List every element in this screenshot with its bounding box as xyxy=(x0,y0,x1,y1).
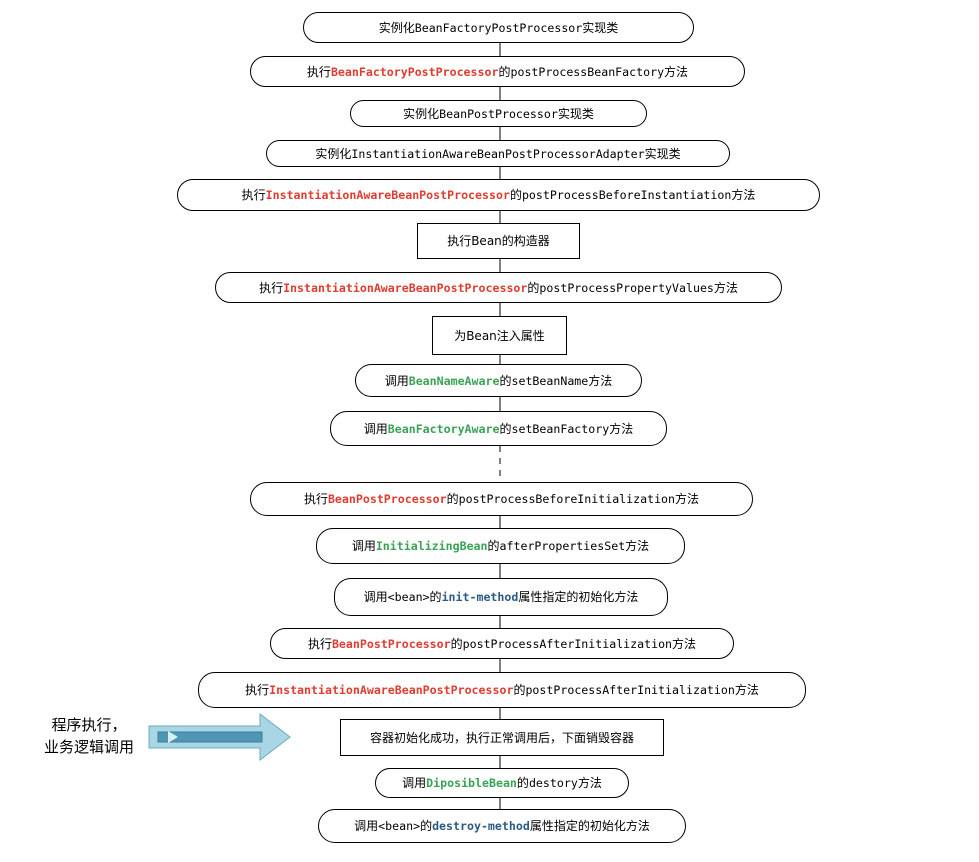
flow-step-11-text-2: BeanPostProcessor xyxy=(327,492,447,506)
flow-step-9-text-5: 方法 xyxy=(588,373,613,388)
flow-step-15-text-2: InstantiationAwareBeanPostProcessor xyxy=(269,683,514,697)
flow-step-4-text-3: 实现类 xyxy=(644,146,681,161)
flow-step-6: 执行Bean的构造器 xyxy=(417,223,580,259)
flow-step-15-text-4: postProcessAfterInitialization xyxy=(525,683,735,697)
flow-step-7-text-3: 的 xyxy=(527,280,540,295)
flow-step-2-text-5: 方法 xyxy=(664,64,689,79)
flow-step-17-text-2: DiposibleBean xyxy=(426,776,517,790)
flow-step-17-text-3: 的 xyxy=(516,776,529,790)
flow-step-9-text-3: 的 xyxy=(499,373,512,388)
side-note-line1: 程序执行， xyxy=(51,716,127,734)
flow-step-17-text-5: 方法 xyxy=(577,776,602,790)
flow-step-14-text-2: BeanPostProcessor xyxy=(331,636,451,651)
flow-step-15-text-5: 方法 xyxy=(734,683,759,697)
flow-step-5-text-1: 执行 xyxy=(241,188,266,202)
flow-step-8: 为Bean注入属性 xyxy=(432,316,567,355)
flow-step-2-text-1: 执行 xyxy=(306,64,331,79)
flow-step-12-text-4: afterPropertiesSet xyxy=(499,539,626,553)
flow-step-11-text-3: 的 xyxy=(446,492,459,506)
flow-step-5-text-2: InstantiationAwareBeanPostProcessor xyxy=(265,188,510,202)
flow-step-11-text-5: 方法 xyxy=(675,492,700,506)
flow-step-15-text-3: 的 xyxy=(513,683,526,697)
flow-step-3-text-3: 实现类 xyxy=(557,106,594,121)
flow-step-7-text-4: postProcessPropertyValues xyxy=(539,280,714,295)
flow-step-12-text-3: 的 xyxy=(487,539,500,553)
flow-step-5-text-4: postProcessBeforeInstantiation xyxy=(521,188,732,202)
flow-step-10-text-1: 调用 xyxy=(363,421,388,436)
flow-step-16-text-1: 容器初始化成功，执行正常调用后，下面销毁容器 xyxy=(369,730,634,745)
flow-step-10-text-4: setBeanFactory xyxy=(511,421,610,436)
flow-step-18-text-5: 属性指定的初始化方法 xyxy=(529,819,650,833)
flow-step-12-text-1: 调用 xyxy=(351,539,376,553)
flow-step-6-text-1: 执行Bean的构造器 xyxy=(447,234,550,248)
flow-step-13-text-5: 属性指定的初始化方法 xyxy=(518,590,639,604)
flow-step-9-text-4: setBeanName xyxy=(511,373,589,388)
flow-step-5-text-3: 的 xyxy=(509,188,522,202)
flow-step-1-text-3: 实现类 xyxy=(582,20,619,35)
flow-step-13-text-1: 调用 xyxy=(363,590,388,604)
flow-step-13-text-4: init-method xyxy=(441,590,519,604)
flow-step-2-text-4: postProcessBeanFactory xyxy=(510,64,665,79)
flow-step-18-text-1: 调用 xyxy=(354,819,379,833)
flow-step-5-text-5: 方法 xyxy=(731,188,756,202)
flow-step-11-text-1: 执行 xyxy=(303,492,328,506)
flow-step-4-text-2: InstantiationAwareBeanPostProcessorAdapt… xyxy=(351,146,645,161)
flow-step-14-text-1: 执行 xyxy=(307,636,332,651)
flow-step-7-text-1: 执行 xyxy=(259,280,284,295)
flow-step-2-text-3: 的 xyxy=(498,64,511,79)
flow-step-4-text-1: 实例化 xyxy=(315,146,352,161)
flow-step-3-text-2: BeanPostProcessor xyxy=(439,106,558,121)
flow-step-12-text-2: InitializingBean xyxy=(375,539,488,553)
flow-step-10-text-5: 方法 xyxy=(609,421,634,436)
side-arrow-icon xyxy=(148,712,291,762)
flow-step-12-text-5: 方法 xyxy=(625,539,650,553)
flow-step-15-text-1: 执行 xyxy=(245,683,270,697)
flow-step-18-text-4: destroy-method xyxy=(432,819,530,833)
flow-step-2-text-2: BeanFactoryPostProcessor xyxy=(330,64,499,79)
flow-step-14-text-5: 方法 xyxy=(672,636,697,651)
flow-step-13-text-2: <bean> xyxy=(387,590,430,604)
side-note-line2: 业务逻辑调用 xyxy=(43,738,134,756)
flow-step-1-text-2: BeanFactoryPostProcessor xyxy=(414,20,583,35)
flow-step-8-text-1: 为Bean注入属性 xyxy=(454,328,545,343)
flow-step-16: 容器初始化成功，执行正常调用后，下面销毁容器 xyxy=(340,719,664,756)
flow-step-18-text-3: 的 xyxy=(420,819,433,833)
flow-step-7-text-2: InstantiationAwareBeanPostProcessor xyxy=(283,280,528,295)
side-note: 程序执行， 业务逻辑调用 xyxy=(30,714,148,758)
flow-step-11-text-4: postProcessBeforeInitialization xyxy=(458,492,676,506)
flow-step-10-text-3: 的 xyxy=(499,421,512,436)
flow-step-7-text-5: 方法 xyxy=(713,280,738,295)
flow-step-3-text-1: 实例化 xyxy=(403,106,440,121)
flow-step-10-text-2: BeanFactoryAware xyxy=(387,421,500,436)
flow-step-9-text-1: 调用 xyxy=(384,373,409,388)
flow-step-14-text-4: postProcessAfterInitialization xyxy=(462,636,673,651)
flow-step-13-text-3: 的 xyxy=(429,590,442,604)
flow-step-14-text-3: 的 xyxy=(450,636,463,651)
flow-step-1-text-1: 实例化 xyxy=(378,20,415,35)
flow-step-17-text-4: destory xyxy=(528,776,578,790)
flow-step-17-text-1: 调用 xyxy=(402,776,427,790)
flow-step-9-text-2: BeanNameAware xyxy=(408,373,500,388)
flow-step-18-text-2: <bean> xyxy=(378,819,421,833)
